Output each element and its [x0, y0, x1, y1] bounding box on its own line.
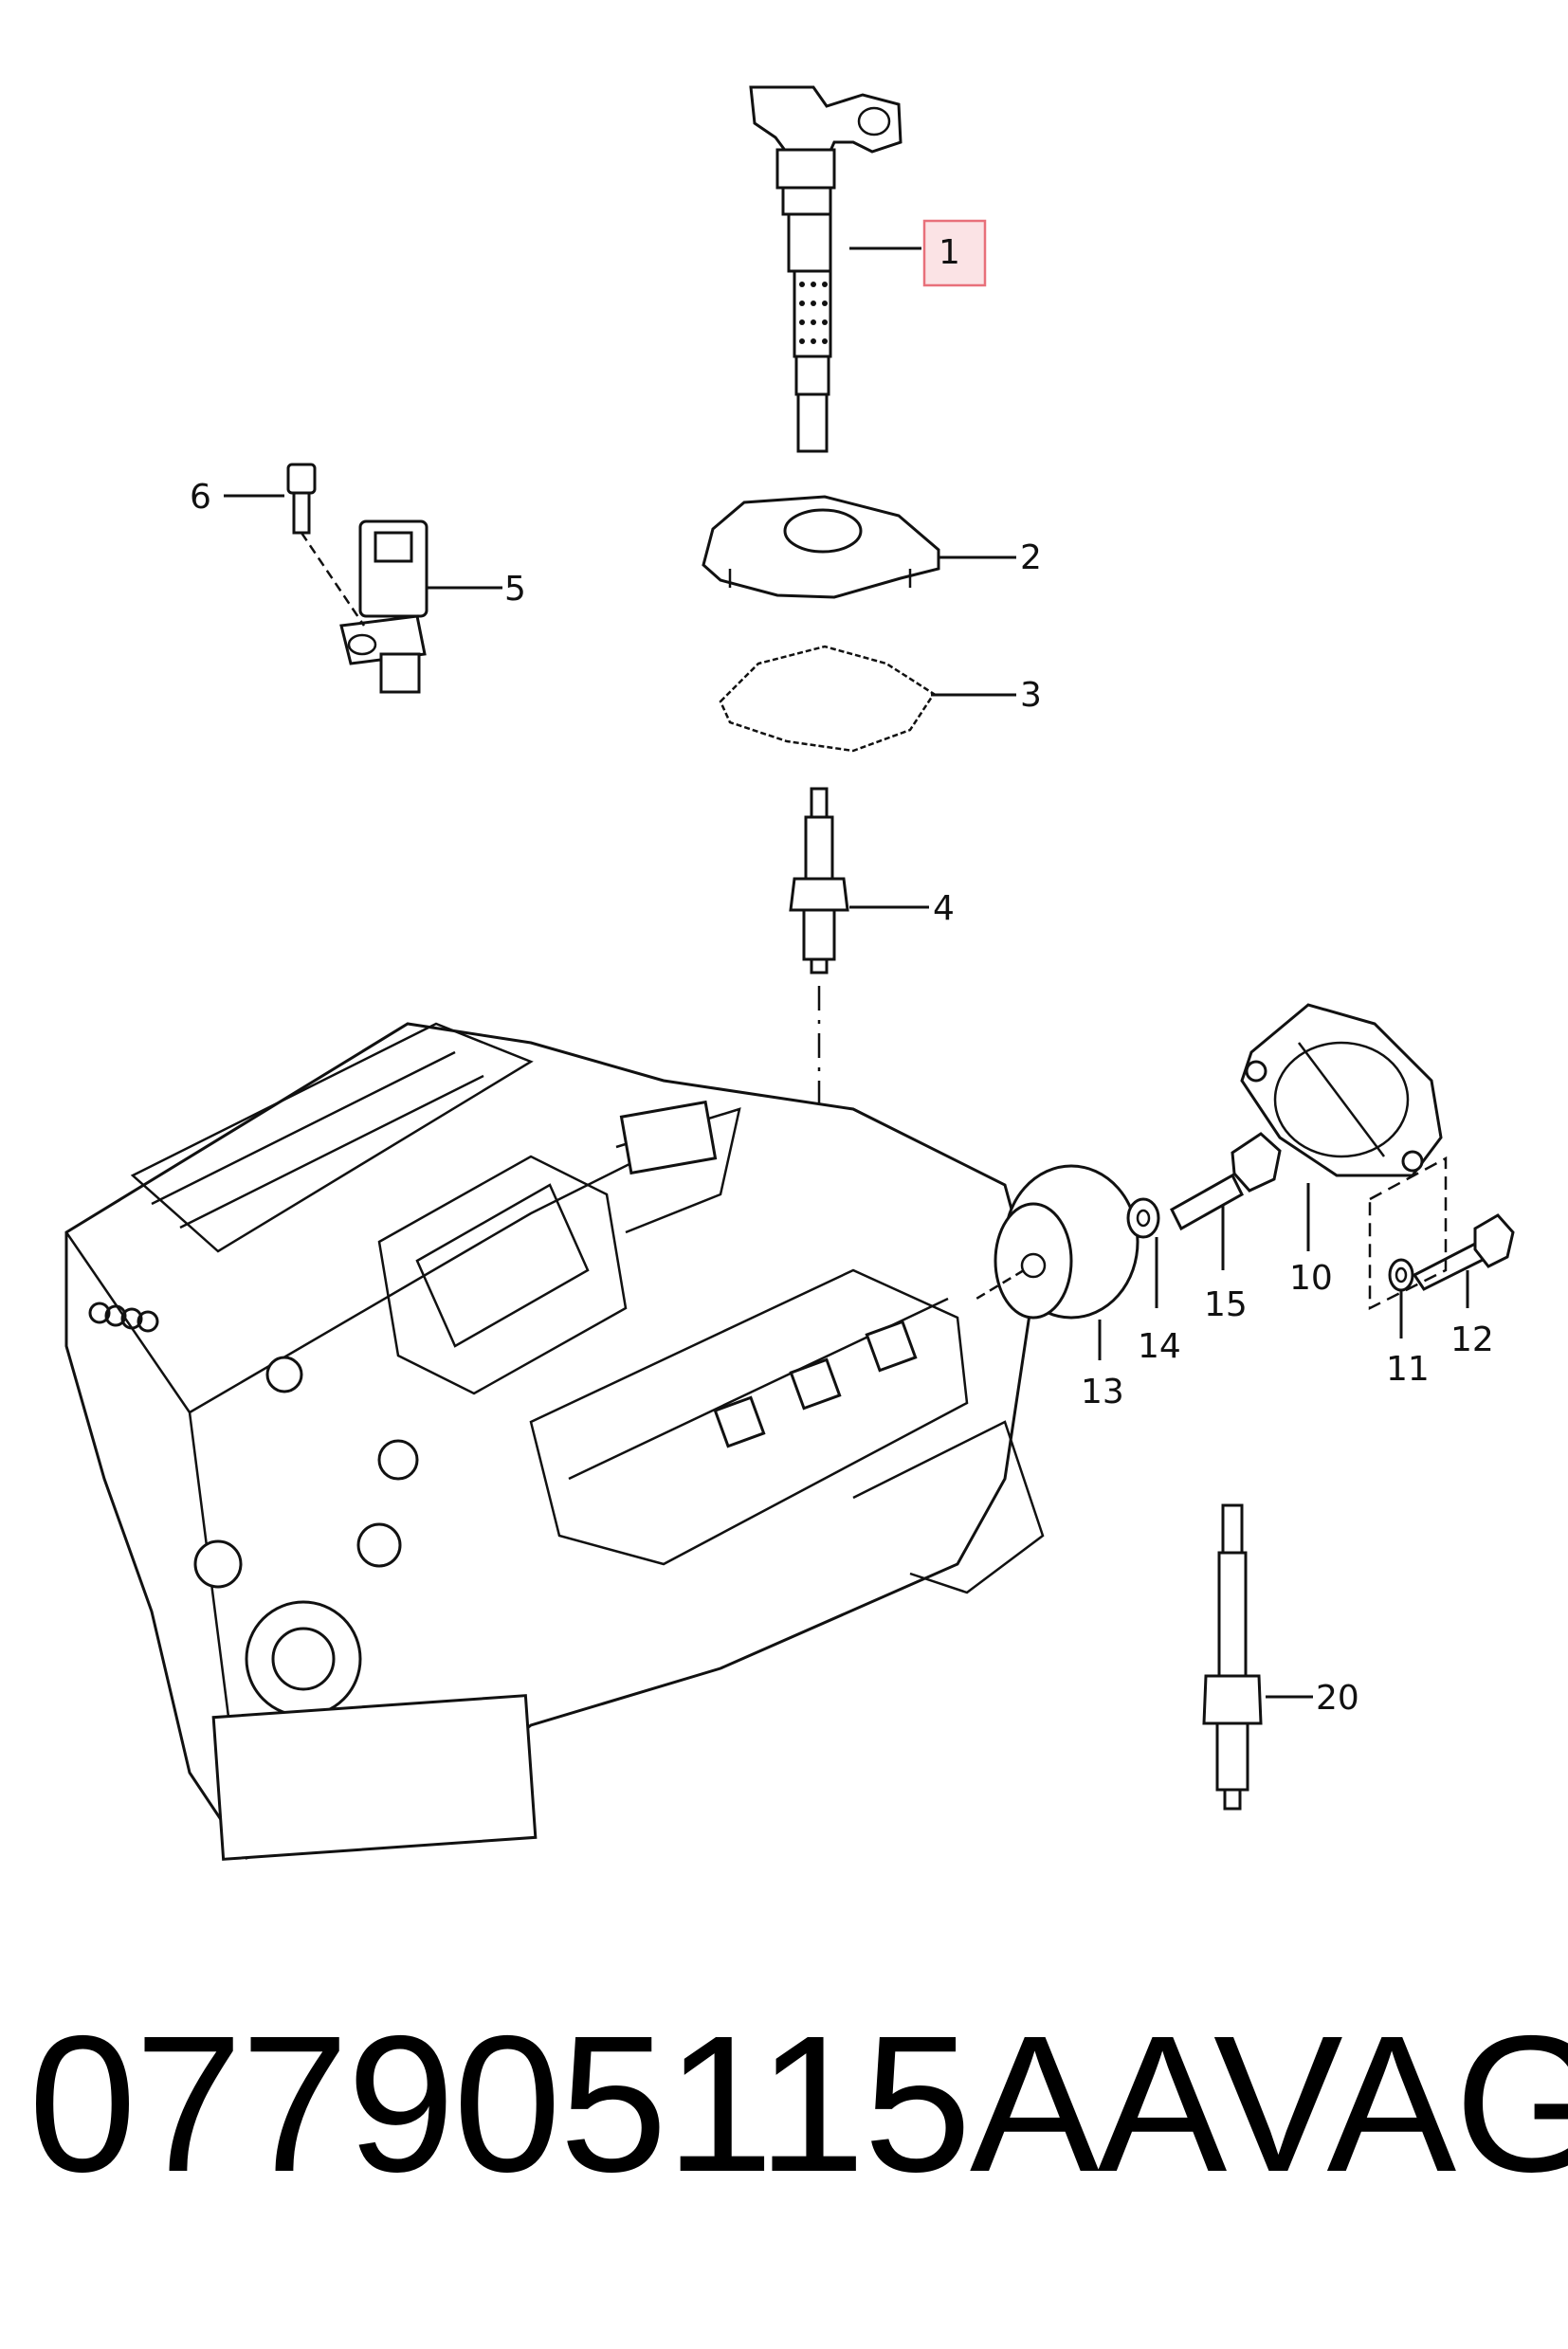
callout-12: 12	[1450, 1320, 1494, 1359]
callout-4: 4	[933, 889, 955, 928]
bolt-part	[286, 463, 366, 627]
callout-14: 14	[1138, 1327, 1181, 1366]
washer-14-part	[1126, 1197, 1160, 1239]
callout-6: 6	[190, 478, 211, 517]
callout-13: 13	[1081, 1373, 1124, 1411]
ignition-coil-part	[749, 85, 903, 453]
brand-name: VAG	[1213, 1995, 1568, 2212]
glow-plug-part	[1202, 1503, 1263, 1811]
pulley-part	[994, 1164, 1140, 1320]
engine-block	[64, 1022, 1045, 1861]
gasket-part	[719, 645, 936, 753]
part-number: 077905115AA	[28, 1995, 1227, 2212]
throttle-housing-part	[1240, 1003, 1443, 1177]
bolt-15-part	[1170, 1132, 1282, 1231]
callout-2: 2	[1020, 538, 1042, 577]
sensor-part	[339, 519, 428, 694]
washer-11-part	[1388, 1258, 1414, 1292]
callout-10: 10	[1289, 1259, 1333, 1298]
callout-20: 20	[1316, 1679, 1359, 1718]
callout-5: 5	[504, 570, 526, 609]
callout-11: 11	[1386, 1350, 1430, 1389]
callout-1-highlight	[922, 219, 987, 287]
callout-1: 1	[939, 233, 960, 272]
coil-bracket-part	[702, 495, 940, 599]
callout-15: 15	[1204, 1285, 1248, 1324]
callout-3: 3	[1020, 676, 1042, 715]
part-footer: 077905115AA VAG	[28, 1995, 1568, 2212]
spark-plug-part	[789, 787, 849, 974]
